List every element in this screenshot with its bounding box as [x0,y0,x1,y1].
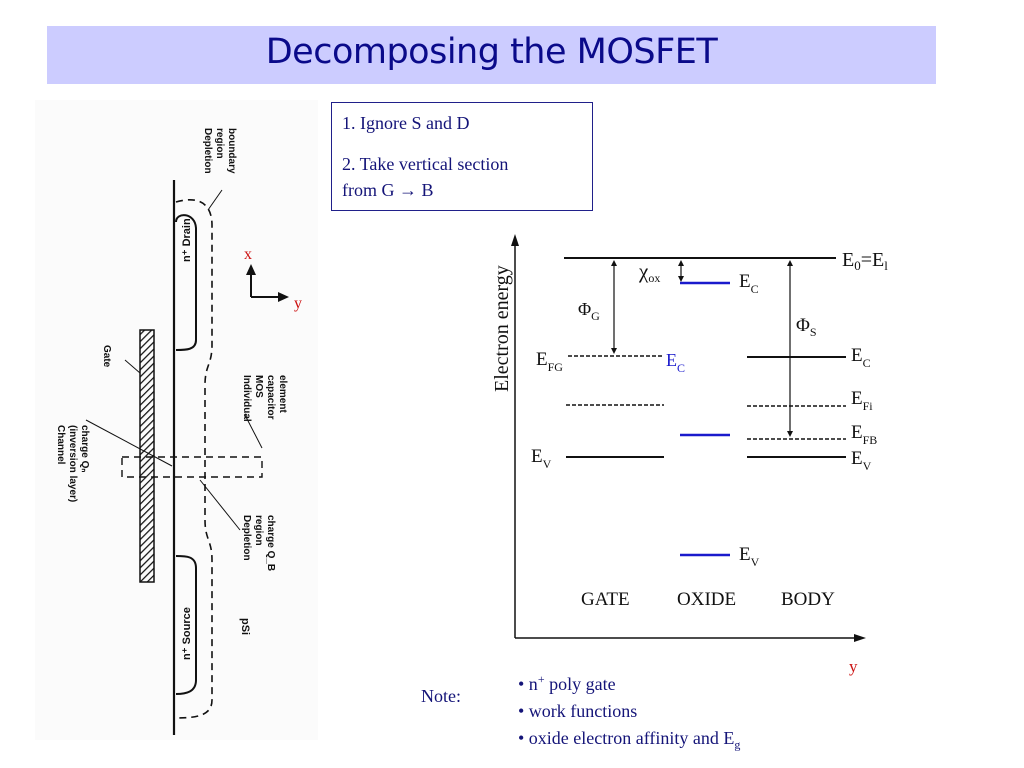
label-depcharge-2: region [253,515,264,546]
bullet-affinity: • oxide electron affinity and Eg [518,728,741,752]
label-mos-2: MOS [253,375,264,398]
label-depletion-3: boundary [226,128,237,174]
phi-s-arrow-up-icon [787,260,793,266]
label-phi-g: ΦG [578,299,600,323]
leader-depletion [207,189,223,211]
xy-arrow-right-icon [278,292,289,302]
step-2-continued: from G → B [342,180,434,200]
label-gate: Gate [101,345,112,368]
band-xlabel: y [849,657,858,676]
label-channel-1: Channel [55,425,66,465]
page-title: Decomposing the MOSFET [265,32,718,72]
label-depcharge-1: Depletion [241,515,252,561]
label-depletion-1: Depletion [202,128,213,174]
label-channel-3: charge Qₙ [79,425,90,472]
drain-region [175,214,197,351]
phi-g-arrow-up-icon [611,260,617,266]
region-oxide: OXIDE [677,589,736,610]
label-channel-2: (inversion layer) [67,425,78,502]
label-body-ev: EV [851,448,872,473]
source-region [175,555,197,695]
region-gate: GATE [581,589,630,610]
leader-gate [124,359,141,374]
label-oxide-ec: EC [739,271,759,296]
scan-background [35,100,318,740]
leader-channel [85,419,173,467]
label-depletion-2: region [214,128,225,159]
phi-g-arrow-down-icon [611,348,617,354]
axis-x-label: x [244,246,252,263]
note-label: Note: [421,686,461,706]
label-body-efi: EFi [851,388,873,413]
title-bar: Decomposing the MOSFET [47,26,936,84]
step-1: 1. Ignore S and D [342,113,470,133]
leader-mos [244,414,263,449]
chi-ox-arrow-up-icon [678,260,684,266]
chi-ox-arrow-down-icon [678,276,684,282]
phi-s-arrow-down-icon [787,431,793,437]
x-axis-arrow-icon [854,634,866,642]
xy-arrow-up-icon [246,264,256,275]
label-mos-4: element [277,375,288,413]
label-drain: n⁺ Drain [181,218,193,262]
label-vacuum: E0=El [842,249,888,273]
label-phi-s: ΦS [796,315,817,339]
label-depcharge-3: charge Q_B [265,515,276,571]
label-body-ec: EC [851,345,871,370]
step-2: 2. Take vertical section [342,154,509,174]
label-gate-ec: EC [666,350,685,375]
mos-element-box [121,456,263,478]
label-mos-3: capacitor [265,375,276,420]
leader-depletion-charge [199,479,241,531]
label-oxide-ev: EV [739,544,760,569]
label-mos-1: Individual [241,375,252,422]
band-ylabel: Electron energy [491,265,513,392]
depletion-boundary [175,199,213,719]
axis-y-label: y [294,295,302,312]
y-axis-arrow-icon [511,234,519,246]
note-bullets: • n+ poly gate • work functions • oxide … [518,666,740,759]
label-chi-ox: χox [638,259,660,285]
label-source: n⁺ Source [181,607,193,660]
region-body: BODY [781,589,835,610]
label-gate-efg: EFG [536,349,563,374]
steps-box: 1. Ignore S and D 2. Take vertical secti… [331,102,593,211]
bullet-work-functions: • work functions [518,701,638,721]
label-gate-ev: EV [531,446,552,471]
label-psi: pSi [239,618,251,635]
bullet-poly-gate: • n+ poly gate [518,672,616,694]
label-body-efb: EFB [851,422,877,447]
